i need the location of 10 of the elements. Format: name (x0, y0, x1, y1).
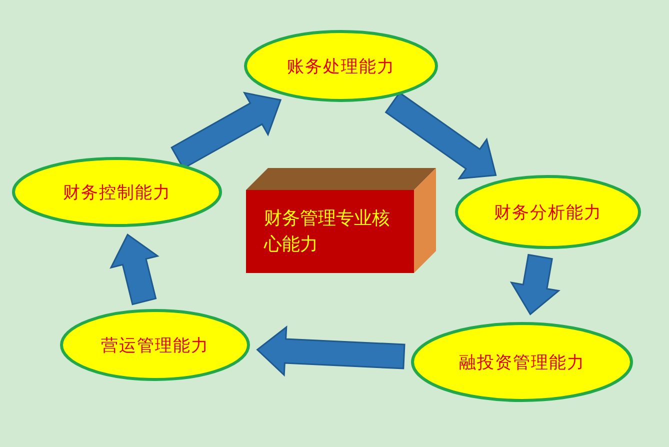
block-arrow (110, 233, 160, 306)
node-label: 财务分析能力 (494, 202, 602, 224)
node-label: 融投资管理能力 (459, 352, 585, 374)
block-arrow (510, 254, 560, 316)
block-arrow (384, 92, 497, 180)
node-label: 财务控制能力 (63, 182, 171, 204)
node-label: 财务管理专业核心能力 (264, 207, 391, 257)
node-label: 营运管理能力 (101, 334, 209, 356)
node-label: 账务处理能力 (287, 56, 395, 78)
block-arrow (256, 326, 406, 377)
